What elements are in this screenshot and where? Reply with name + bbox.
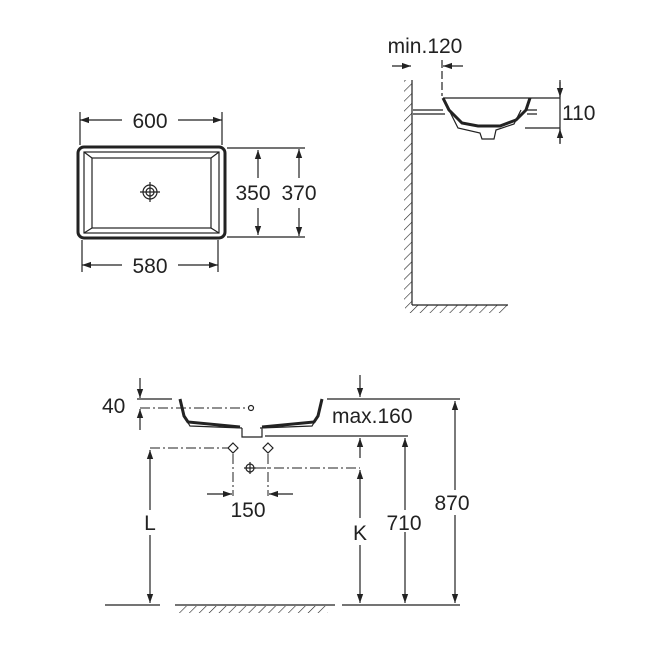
dim-counter-height: 710 [386,512,421,535]
dim-width-outer: 600 [132,110,167,133]
basin-outline-outer [76,145,227,240]
dim-wall-clearance: min.120 [388,35,463,58]
top-view: 600 580 350 370 [76,110,317,278]
basin-section [441,97,532,128]
dim-rim-to-overflow: 40 [102,395,125,418]
dim-waste-height: K [353,522,367,545]
side-view: min.120 110 [388,35,595,313]
waste-point-icon [244,462,256,474]
overflow-icon [247,404,255,412]
dim-depth-inner: 350 [235,182,270,205]
dim-width-inner: 580 [132,255,167,278]
dim-supply-spacing: 150 [230,499,265,522]
dim-supply-height: L [144,512,156,535]
dim-depth-outer: 370 [281,182,316,205]
supply-point-right-icon [262,442,274,454]
basin-front-section [178,398,324,429]
wall-hatch [404,80,412,305]
floor-hatch [178,606,328,613]
dim-rim-height: 870 [434,492,469,515]
front-view: 40 max.160 150 L K 710 870 [102,375,470,613]
dim-max-height: max.160 [332,405,413,428]
drain-icon [140,182,160,202]
supply-point-left-icon [227,442,239,454]
basin-bowl-inner [91,157,212,229]
floor-hatch [405,305,508,313]
dim-height: 110 [562,102,595,125]
